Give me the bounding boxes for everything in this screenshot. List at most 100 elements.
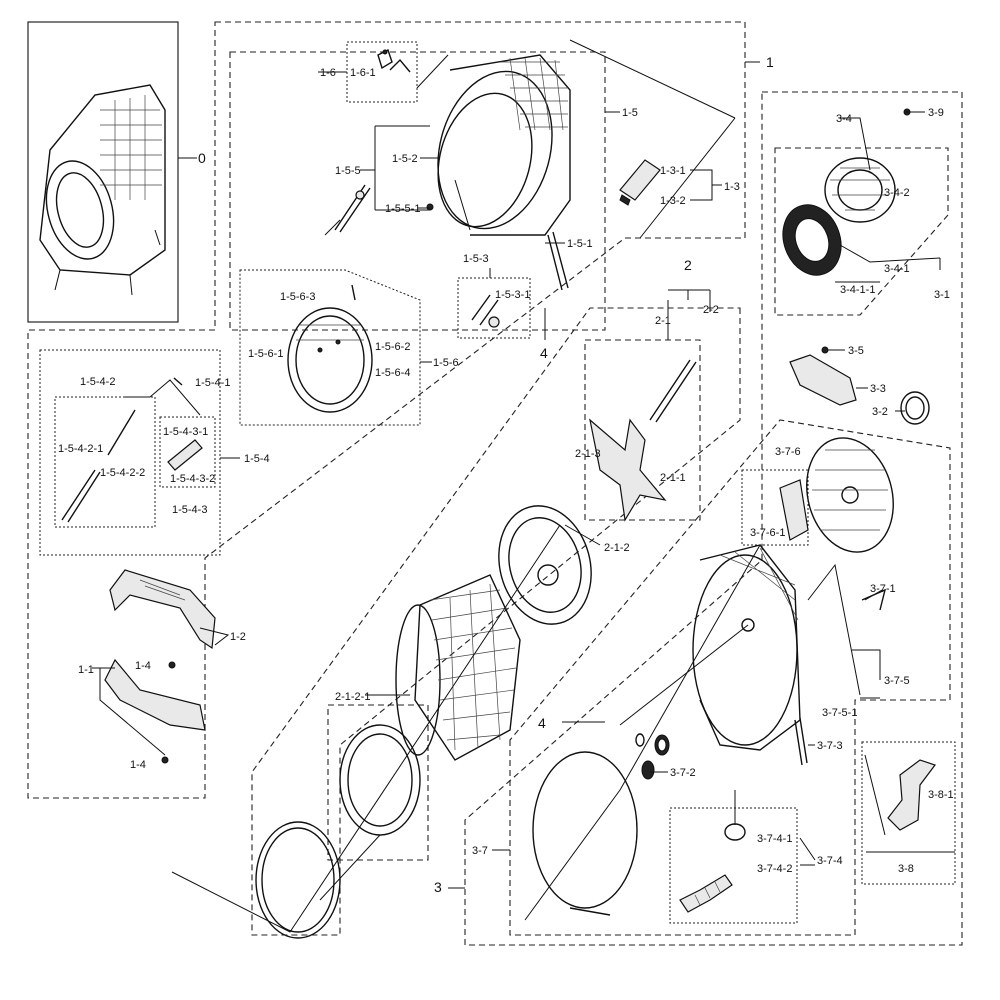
label-1-2: 1-2 <box>230 631 246 643</box>
label-1-3-1: 1-3-1 <box>660 165 686 177</box>
box-1-5-4-2 <box>54 396 156 528</box>
box-0 <box>27 21 179 323</box>
part-3-7-3-pin <box>794 717 808 766</box>
label-1-5-3-1: 1-5-3-1 <box>495 289 530 301</box>
label-4a: 4 <box>540 345 548 361</box>
label-1-5-3: 1-5-3 <box>463 253 489 265</box>
label-1-5-4-3-1: 1-5-4-3-1 <box>163 426 208 438</box>
part-gasket-ring <box>255 821 341 939</box>
label-3-4: 3-4 <box>836 113 852 125</box>
label-1-5-1: 1-5-1 <box>567 238 593 250</box>
label-1-5-5: 1-5-5 <box>335 165 361 177</box>
label-1-5-6: 1-5-6 <box>433 357 459 369</box>
part-3-7-tub-back <box>692 544 801 751</box>
group-1-boundary <box>27 21 746 799</box>
part-3-7-2-bearings <box>635 733 670 780</box>
label-1-5-5-1: 1-5-5-1 <box>385 203 420 215</box>
label-3-7-5: 3-7-5 <box>884 675 910 687</box>
label-2: 2 <box>684 257 692 273</box>
part-0-assembly <box>39 84 166 296</box>
label-1-4b: 1-4 <box>130 759 146 771</box>
label-1-5-4-3-2: 1-5-4-3-2 <box>170 473 215 485</box>
label-3-7-2: 3-7-2 <box>670 767 696 779</box>
label-0: 0 <box>198 150 206 166</box>
part-1-5-4-valves <box>61 377 203 523</box>
label-1-5-6-3: 1-5-6-3 <box>280 291 315 303</box>
part-2-1-2-1-front-ring <box>339 724 421 836</box>
label-2-1: 2-1 <box>655 315 671 327</box>
part-3-3-bracket <box>789 354 857 406</box>
label-1-5: 1-5 <box>622 107 638 119</box>
label-3-7-6: 3-7-6 <box>775 446 801 458</box>
box-3-7-4 <box>669 807 798 924</box>
part-3-7-seal-ring <box>532 751 638 916</box>
part-rear-tub-cover <box>806 437 894 553</box>
label-3-7-5-1: 3-7-5-1 <box>822 707 857 719</box>
label-3-7: 3-7 <box>472 845 488 857</box>
group-2-boundary <box>251 307 741 936</box>
label-3-8: 3-8 <box>898 863 914 875</box>
group-3-boundary <box>464 91 963 946</box>
part-2-1-2-drum-back <box>498 505 592 625</box>
label-1-5-4-3: 1-5-4-3 <box>172 504 207 516</box>
label-3-7-6-1: 3-7-6-1 <box>750 527 785 539</box>
label-2-1-2-1: 2-1-2-1 <box>335 691 370 703</box>
label-3: 3 <box>434 879 442 895</box>
box-1-5-4 <box>39 349 221 556</box>
label-3-4-2: 3-4-2 <box>884 187 910 199</box>
part-3-2-bearing-ring <box>900 391 930 425</box>
label-1-6-1: 1-6-1 <box>350 67 376 79</box>
part-1-2-upper-weight <box>109 569 216 650</box>
part-1-6-1-hose <box>377 49 411 73</box>
label-3-4-1-1: 3-4-1-1 <box>840 284 875 296</box>
label-2-1-1: 2-1-1 <box>660 472 686 484</box>
label-3-1: 3-1 <box>934 289 950 301</box>
part-1-5-6-door-seal <box>287 284 373 413</box>
part-3-4-1-rotor <box>782 204 842 276</box>
label-2-2: 2-2 <box>703 304 719 316</box>
label-3-7-4: 3-7-4 <box>817 855 843 867</box>
box-3-7 <box>509 419 951 936</box>
leader-lines <box>92 39 955 933</box>
label-1-5-6-4: 1-5-6-4 <box>375 367 410 379</box>
box-2-1 <box>584 339 701 521</box>
label-1-6: 1-6 <box>320 67 336 79</box>
label-1-5-4-2: 1-5-4-2 <box>80 376 115 388</box>
label-3-7-4-1: 3-7-4-1 <box>757 833 792 845</box>
label-3-5: 3-5 <box>848 345 864 357</box>
label-3-7-4-2: 3-7-4-2 <box>757 863 792 875</box>
part-3-4-2-stator <box>824 157 896 223</box>
label-2-1-3: 2-1-3 <box>575 448 601 460</box>
part-1-5-5-shock-pins <box>324 184 434 236</box>
label-3-2: 3-2 <box>872 406 888 418</box>
label-3-4-1: 3-4-1 <box>884 263 910 275</box>
part-3-7-1-clip <box>861 588 887 611</box>
box-2-1-2-1 <box>327 704 429 861</box>
label-1-5-4-2-2: 1-5-4-2-2 <box>100 467 145 479</box>
box-1-5 <box>229 51 606 331</box>
label-3-8-1: 3-8-1 <box>928 789 954 801</box>
label-1-1: 1-1 <box>78 664 94 676</box>
label-3-7-3: 3-7-3 <box>817 740 843 752</box>
label-1-3: 1-3 <box>724 181 740 193</box>
box-1-5-3 <box>457 277 531 339</box>
part-1-5-3-clip <box>471 294 500 328</box>
label-1-5-4-2-1: 1-5-4-2-1 <box>58 443 103 455</box>
part-3-8-1-hose <box>887 759 936 831</box>
label-1-5-4: 1-5-4 <box>244 453 270 465</box>
part-2-1-3-spider <box>589 359 697 522</box>
label-3-7-1: 3-7-1 <box>870 583 896 595</box>
part-1-3-bracket <box>619 159 661 206</box>
label-1-5-6-1: 1-5-6-1 <box>248 348 283 360</box>
label-1: 1 <box>766 54 774 70</box>
box-3-8 <box>861 741 956 885</box>
box-3-4 <box>774 147 949 316</box>
label-4b: 4 <box>538 715 546 731</box>
label-1-5-4-1: 1-5-4-1 <box>195 377 230 389</box>
label-1-5-2: 1-5-2 <box>392 153 418 165</box>
label-3-3: 3-3 <box>870 383 886 395</box>
label-1-3-2: 1-3-2 <box>660 195 686 207</box>
part-2-1-drum-basket <box>395 574 521 761</box>
